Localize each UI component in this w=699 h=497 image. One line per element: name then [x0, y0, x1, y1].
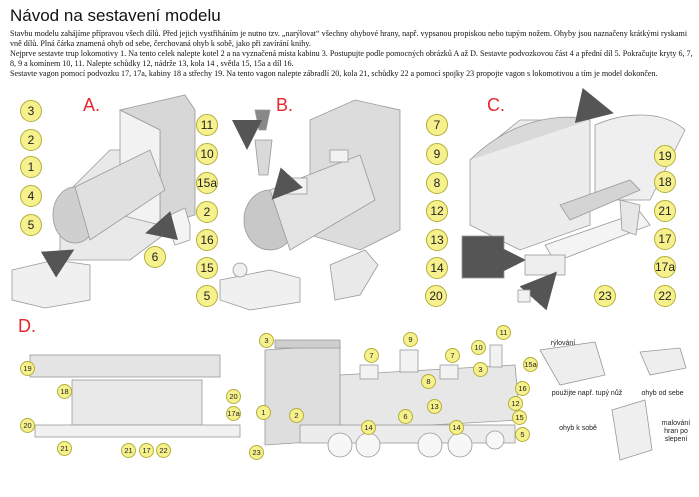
- step-c-drawing: [461, 87, 686, 311]
- callout-d-10: 10: [471, 340, 486, 355]
- callout-d-19: 19: [20, 361, 35, 376]
- callout-a-3: 3: [20, 100, 42, 122]
- callout-b-10: 10: [196, 143, 218, 165]
- callout-d-1: 1: [256, 405, 271, 420]
- callout-d-3: 3: [259, 333, 274, 348]
- callout-d-20: 20: [226, 389, 241, 404]
- callout-b-13: 13: [426, 229, 448, 251]
- fold-toward-label: ohyb k sobě: [559, 425, 597, 432]
- callout-d-21b: 21: [121, 443, 136, 458]
- callout-a-6: 6: [144, 246, 166, 268]
- callout-d-7b: 7: [445, 348, 460, 363]
- callout-a-1: 1: [20, 156, 42, 178]
- page-title: Návod na sestavení modelu: [10, 6, 221, 25]
- callout-d-12: 12: [508, 396, 523, 411]
- callout-a-5: 5: [20, 214, 42, 236]
- callout-d-6: 6: [398, 409, 413, 424]
- step-b-drawing: [219, 99, 401, 311]
- paragraph-wagon: Sestavte vagon pomocí podvozku 17, 17a, …: [10, 69, 658, 79]
- fold-away-label: ohyb od sebe: [641, 390, 684, 397]
- callout-d-21: 21: [57, 441, 72, 456]
- callout-c-22: 22: [654, 285, 676, 307]
- callout-d-22: 22: [156, 443, 171, 458]
- paragraph-preparation: Stavbu modelu zahájíme přípravou všech d…: [10, 29, 688, 49]
- section-a-label: A.: [83, 95, 101, 115]
- glue-edges-label: malování hran po slepení: [661, 420, 691, 443]
- callout-b-8: 8: [426, 172, 448, 194]
- callout-c-20: 20: [425, 285, 447, 307]
- callout-d-8: 8: [421, 374, 436, 389]
- paragraph-locomotive: Nejprve sestavte trup lokomotivy 1. Na t…: [10, 49, 693, 69]
- callout-d-2: 2: [289, 408, 304, 423]
- callout-a-4: 4: [20, 185, 42, 207]
- callout-d-15: 15: [512, 410, 527, 425]
- callout-d-5: 5: [515, 427, 530, 442]
- section-d-label: D.: [18, 316, 36, 336]
- callout-d-11: 11: [496, 325, 511, 340]
- callout-b-16: 16: [196, 229, 218, 251]
- callout-d-15a: 15a: [523, 357, 538, 372]
- step-d-drawing: [29, 339, 687, 461]
- callout-d-14: 14: [361, 420, 376, 435]
- callout-d-18: 18: [57, 384, 72, 399]
- tool-hint-label: použijte např. tupý nůž: [551, 390, 623, 397]
- callout-d-16: 16: [515, 381, 530, 396]
- callout-b-5: 5: [196, 285, 218, 307]
- callout-b-15: 15: [196, 257, 218, 279]
- section-b-label: B.: [276, 95, 294, 115]
- callout-a-2: 2: [20, 129, 42, 151]
- callout-d-9: 9: [403, 332, 418, 347]
- callout-d-20b: 20: [20, 418, 35, 433]
- callout-b-9: 9: [426, 143, 448, 165]
- callout-d-14b: 14: [449, 420, 464, 435]
- callout-b-12: 12: [426, 200, 448, 222]
- callout-b-14: 14: [426, 257, 448, 279]
- callout-c-17: 17: [654, 228, 676, 250]
- callout-d-17a: 17a: [226, 406, 241, 421]
- callout-c-23: 23: [594, 285, 616, 307]
- callout-d-17: 17: [139, 443, 154, 458]
- callout-b-7: 7: [426, 114, 448, 136]
- callout-d-7: 7: [364, 348, 379, 363]
- callout-d-3b: 3: [473, 362, 488, 377]
- scoring-label: rýlování: [550, 340, 576, 347]
- callout-b-11: 11: [196, 114, 218, 136]
- callout-c-19: 19: [654, 145, 676, 167]
- callout-d-23: 23: [249, 445, 264, 460]
- step-a-drawing: [11, 94, 196, 309]
- callout-c-21: 21: [654, 200, 676, 222]
- callout-c-17a: 17a: [654, 256, 676, 278]
- instructions-text: Stavbu modelu zahájíme přípravou všech d…: [10, 29, 694, 79]
- callout-d-13: 13: [427, 399, 442, 414]
- section-c-label: C.: [487, 95, 505, 115]
- callout-c-18: 18: [654, 171, 676, 193]
- callout-b-15a: 15a: [196, 172, 218, 194]
- callout-b-2: 2: [196, 201, 218, 223]
